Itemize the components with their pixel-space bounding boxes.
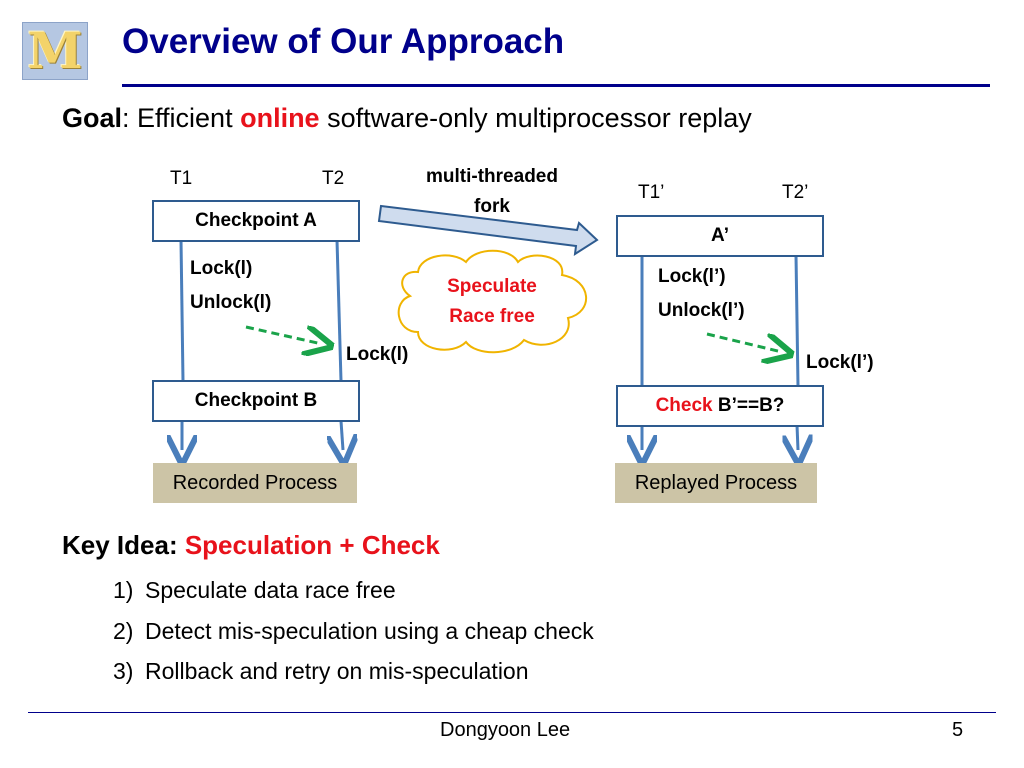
replayed-t1-label: T1’: [638, 182, 665, 203]
list-item: 2) Detect mis-speculation using a cheap c…: [113, 618, 594, 645]
check-expression: B’==B?: [712, 395, 785, 416]
check-box: Check B’==B?: [616, 385, 824, 427]
recorded-t1-line: [179, 239, 185, 382]
page-number: 5: [952, 719, 964, 741]
cloud-line2: Race free: [449, 306, 535, 327]
recorded-process-label: Recorded Process: [153, 463, 357, 503]
goal-statement: Goal: Efficient online software-only mul…: [62, 103, 752, 134]
recorded-t2-lock-label: Lock(l): [346, 344, 409, 365]
speculate-cloud: [397, 249, 587, 354]
cloud-text: Speculate Race free: [422, 272, 562, 332]
cloud-line1: Speculate: [447, 276, 537, 297]
recorded-t2-line: [335, 239, 343, 382]
list-text: Detect mis-speculation using a cheap che…: [145, 618, 594, 644]
replayed-lock-label: Lock(l’): [658, 266, 726, 287]
recorded-t2-label: T2: [322, 168, 345, 189]
goal-label: Goal: [62, 103, 123, 133]
key-idea: Key Idea: Speculation + Check: [62, 530, 440, 561]
key-idea-label: Key Idea:: [62, 530, 185, 560]
replayed-unlock-label: Unlock(l’): [658, 300, 745, 321]
checkpoint-a-prime-box: A’: [616, 215, 824, 257]
goal-separator: : Efficient: [122, 103, 241, 133]
list-text: Rollback and retry on mis-speculation: [145, 658, 529, 684]
list-item: 1) Speculate data race free: [113, 577, 396, 604]
page-title: Overview of Our Approach: [122, 22, 565, 61]
goal-rest: software-only multiprocessor replay: [319, 103, 752, 133]
title-divider: [122, 84, 990, 87]
list-number: 1): [113, 577, 134, 603]
replayed-dashed-arrow: [706, 332, 782, 352]
recorded-t1-label: T1: [170, 168, 193, 189]
list-text: Speculate data race free: [145, 577, 396, 603]
list-item: 3) Rollback and retry on mis-speculation: [113, 658, 529, 685]
logo-letter: M: [27, 21, 83, 80]
fork-label-line2: fork: [474, 196, 510, 217]
recorded-t2-arrow: [341, 420, 343, 450]
recorded-lock-label: Lock(l): [190, 258, 253, 279]
list-number: 2): [113, 618, 134, 644]
recorded-dashed-arrow: [245, 327, 322, 344]
list-number: 3): [113, 658, 134, 684]
checkpoint-a-box: Checkpoint A: [152, 200, 360, 242]
replayed-t2-lock-label: Lock(l’): [806, 352, 874, 373]
replayed-t2-arrow: [797, 424, 798, 450]
fork-label-line1: multi-threaded: [426, 166, 558, 187]
recorded-unlock-label: Unlock(l): [190, 292, 272, 313]
check-word: Check: [655, 395, 713, 416]
replayed-process-label: Replayed Process: [615, 463, 817, 503]
fork-arrow: [377, 204, 599, 256]
key-idea-highlight: Speculation + Check: [184, 530, 440, 560]
replayed-t2-label: T2’: [782, 182, 809, 203]
footer-author: Dongyoon Lee: [440, 719, 571, 741]
goal-highlight: online: [240, 103, 320, 133]
university-logo: M: [22, 22, 88, 80]
replayed-t2-line: [794, 254, 800, 387]
footer-divider: [28, 712, 996, 713]
checkpoint-b-box: Checkpoint B: [152, 380, 360, 422]
